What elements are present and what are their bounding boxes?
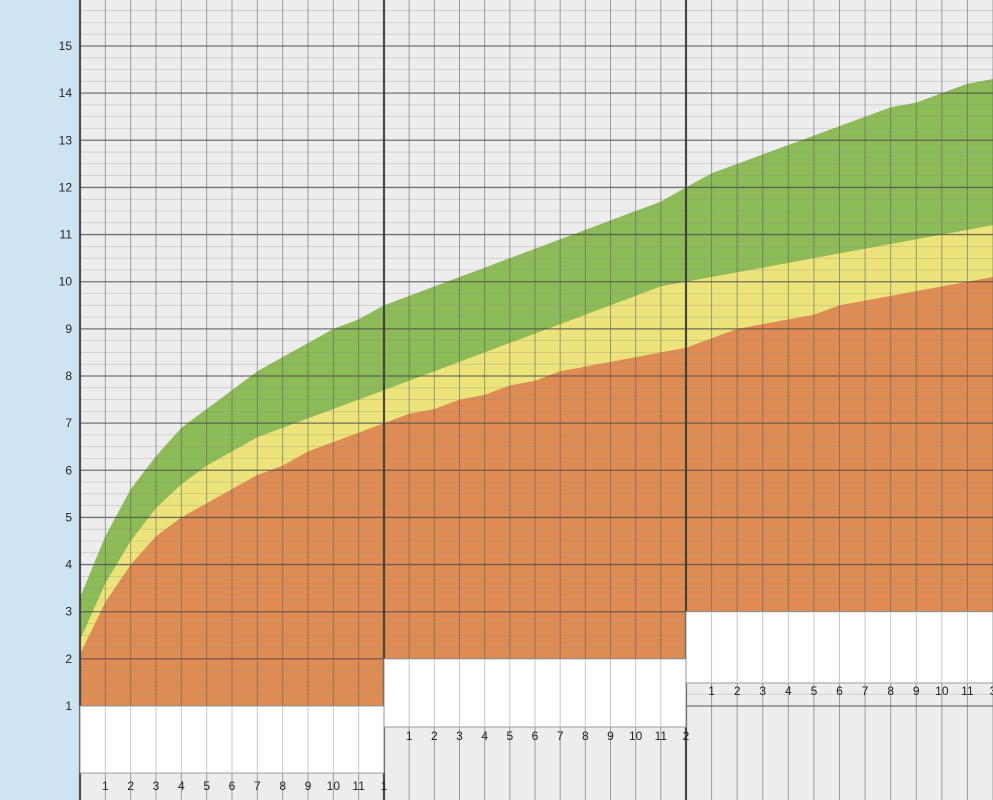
x-tick-label: 5 <box>811 684 818 698</box>
x-tick-label: 2 <box>127 779 134 793</box>
x-tick-label: 6 <box>229 779 236 793</box>
x-tick-label: 11 <box>352 779 365 793</box>
x-tick-label: 4 <box>481 729 488 743</box>
x-tick-label: 9 <box>607 729 614 743</box>
y-tick-label: 4 <box>65 558 72 572</box>
x-tick-label: 10 <box>629 729 643 743</box>
x-tick-label: 1 <box>406 729 413 743</box>
y-tick-label: 1 <box>65 699 72 713</box>
x-tick-label: 3 <box>759 684 766 698</box>
y-tick-label: 9 <box>65 322 72 336</box>
y-tick-label: 14 <box>59 86 73 100</box>
x-tick-label: 4 <box>785 684 792 698</box>
x-tick-label: 5 <box>203 779 210 793</box>
y-tick-label: 10 <box>59 275 73 289</box>
x-tick-label: 1 <box>381 779 388 793</box>
y-tick-label: 3 <box>65 605 72 619</box>
x-tick-label: 11 <box>961 684 974 698</box>
x-tick-label: 3 <box>990 684 993 698</box>
x-tick-label: 10 <box>327 779 341 793</box>
x-tick-label: 1 <box>102 779 109 793</box>
x-tick-label: 2 <box>683 729 690 743</box>
x-tick-label: 9 <box>305 779 312 793</box>
x-tick-label: 3 <box>456 729 463 743</box>
y-tick-label: 6 <box>65 463 72 477</box>
y-tick-label: 15 <box>59 39 73 53</box>
x-tick-label: 3 <box>153 779 160 793</box>
y-tick-label: 11 <box>60 228 73 242</box>
x-tick-label: 9 <box>913 684 920 698</box>
x-tick-label: 8 <box>887 684 894 698</box>
y-tick-label: 12 <box>59 180 73 194</box>
x-tick-label: 2 <box>431 729 438 743</box>
x-tick-label: 8 <box>279 779 286 793</box>
x-tick-label: 2 <box>734 684 741 698</box>
x-tick-label: 10 <box>935 684 949 698</box>
x-tick-label: 8 <box>582 729 589 743</box>
x-tick-label: 7 <box>862 684 869 698</box>
x-tick-label: 7 <box>557 729 564 743</box>
y-tick-label: 2 <box>65 652 72 666</box>
x-tick-label: 5 <box>506 729 513 743</box>
x-tick-label: 7 <box>254 779 261 793</box>
x-tick-label: 1 <box>708 684 715 698</box>
x-tick-label: 6 <box>532 729 539 743</box>
y-tick-label: 13 <box>59 133 73 147</box>
x-tick-label: 11 <box>655 729 668 743</box>
x-tick-label: 6 <box>836 684 843 698</box>
month-label-boxes <box>79 611 993 774</box>
y-tick-label: 5 <box>65 510 72 524</box>
x-tick-label: 4 <box>178 779 185 793</box>
y-tick-label: 7 <box>65 416 72 430</box>
y-tick-label: 8 <box>65 369 72 383</box>
